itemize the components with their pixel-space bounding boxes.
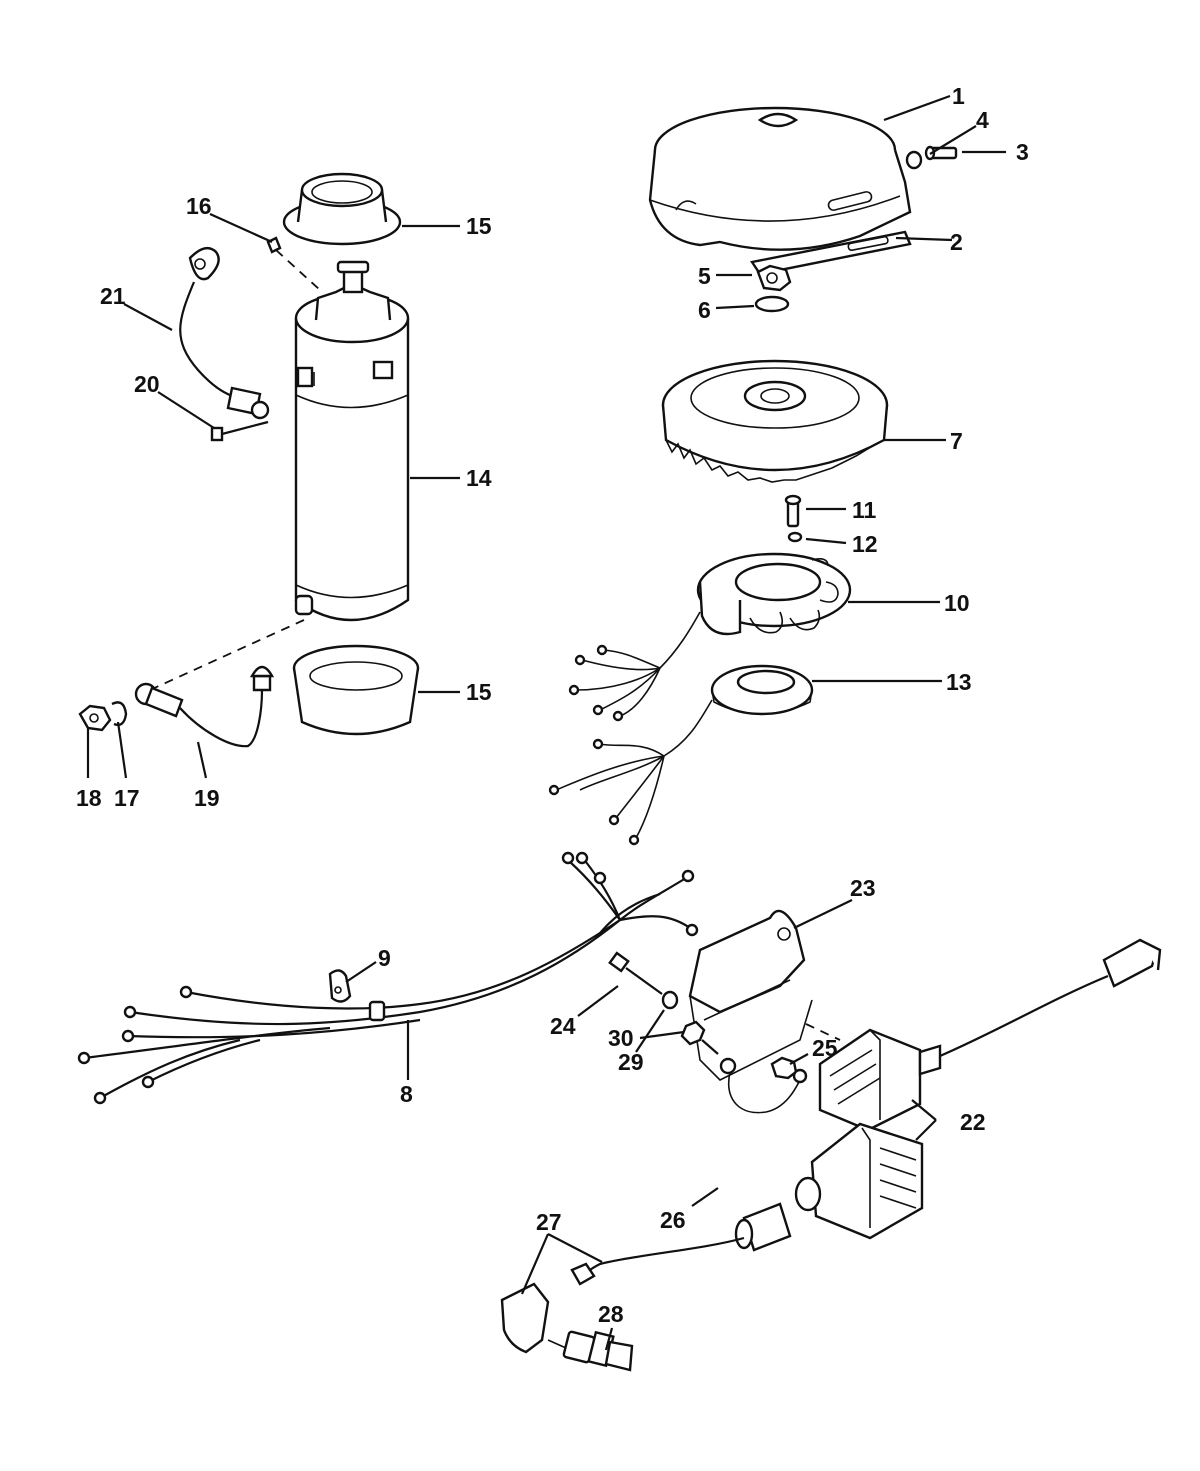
- ignition-coil-upper: [818, 938, 1162, 1132]
- stator-wiring: [568, 611, 701, 722]
- callout-4: 4: [976, 107, 989, 133]
- harness-clamp-9: [328, 969, 352, 1003]
- trigger-wiring: [548, 699, 713, 846]
- screw-11: [784, 494, 802, 528]
- trigger-plate: [710, 664, 814, 716]
- callout-7: 7: [950, 428, 963, 454]
- ring-plate: [750, 230, 912, 276]
- callout-1: 1: [952, 83, 965, 109]
- washer-12: [787, 531, 803, 543]
- washer-29: [661, 990, 679, 1010]
- callout-23: 23: [850, 875, 876, 901]
- callout-21: 21: [100, 283, 126, 309]
- washer-4: [905, 150, 923, 170]
- coil-bracket: [688, 909, 813, 1081]
- callout-8: 8: [400, 1081, 413, 1107]
- bolt-30: [680, 1020, 719, 1055]
- flywheel: [661, 359, 889, 483]
- stator: [696, 552, 852, 636]
- washer-17: [111, 701, 128, 727]
- ground-wire-26: [719, 1057, 808, 1114]
- callout-20: 20: [134, 371, 160, 397]
- callout-15-lower: 15: [466, 679, 492, 705]
- washer-6: [754, 295, 790, 313]
- callout-13: 13: [946, 669, 972, 695]
- callout-24: 24: [550, 1013, 576, 1039]
- nut-5: [756, 264, 792, 292]
- callout-26: 26: [660, 1207, 686, 1233]
- spark-plug-28: [547, 1330, 634, 1372]
- ground-cable-19: [134, 665, 275, 748]
- bolt-20: [210, 420, 269, 442]
- starter-cable-21: [179, 246, 270, 420]
- nut-25: [770, 1056, 798, 1080]
- starter-upper-end-cap: [282, 172, 402, 246]
- callout-3: 3: [1016, 139, 1029, 165]
- spark-plug-lead-27: [500, 1236, 745, 1354]
- callout-18: 18: [76, 785, 102, 811]
- callout-2: 2: [950, 229, 963, 255]
- callout-9: 9: [378, 945, 391, 971]
- ignition-coil-lower: [734, 1122, 924, 1252]
- callout-12: 12: [852, 531, 878, 557]
- callout-15-upper: 15: [466, 213, 492, 239]
- callout-16: 16: [186, 193, 212, 219]
- leader-lines: [86, 94, 1006, 1351]
- callout-6: 6: [698, 297, 711, 323]
- callout-5: 5: [698, 263, 711, 289]
- flywheel-cover: [648, 106, 912, 251]
- nut-18: [78, 704, 112, 732]
- callout-11: 11: [852, 497, 877, 523]
- callout-10: 10: [944, 590, 970, 616]
- callout-17: 17: [114, 785, 140, 811]
- callout-25: 25: [812, 1035, 838, 1061]
- starter-motor: [149, 260, 410, 691]
- callout-14: 14: [466, 465, 492, 491]
- callout-28: 28: [598, 1301, 624, 1327]
- callout-27: 27: [536, 1209, 562, 1235]
- callout-labels: 1 2 3 4 5 6 7 8 9 10 11 12 13 14 15 15 1…: [76, 83, 1029, 1327]
- wiring-harness: [77, 851, 699, 1105]
- callout-29: 29: [618, 1049, 644, 1075]
- callout-22: 22: [960, 1109, 986, 1135]
- callout-19: 19: [194, 785, 220, 811]
- bolt-24: [608, 951, 663, 995]
- callout-30: 30: [608, 1025, 634, 1051]
- starter-lower-end-cap: [292, 644, 420, 736]
